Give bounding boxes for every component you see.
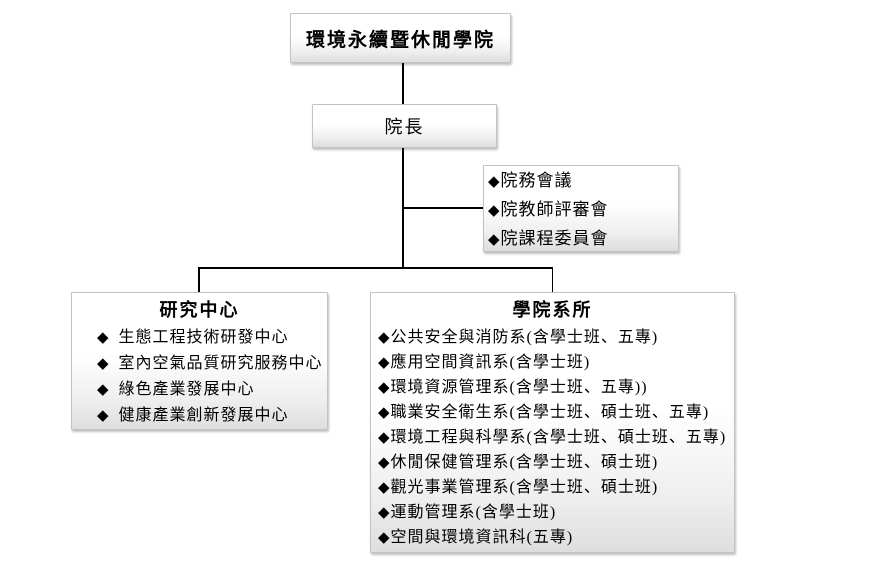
item-label: 院務會議	[500, 171, 573, 190]
list-item: ◆院課程委員會	[488, 224, 678, 253]
diamond-bullet-icon: ◆	[378, 505, 391, 521]
item-label: 休閒保健管理系(含學士班、碩士班)	[390, 454, 659, 471]
list-item: ◆環境工程與科學系(含學士班、碩士班、五專)	[371, 425, 734, 450]
list-item: ◆休閒保健管理系(含學士班、碩士班)	[371, 450, 734, 475]
research-centers-box: 研究中心 ◆ 生態工程技術研發中心 ◆ 室內空氣品質研究服務中心 ◆ 綠色產業發展中心…	[71, 292, 328, 430]
item-label: 院課程委員會	[500, 229, 609, 248]
list-item: ◆ 健康產業創新發展中心	[72, 403, 327, 429]
item-label: 應用空間資訊系(含學士班)	[390, 354, 591, 371]
dean-label: 院長	[384, 117, 425, 137]
connector-branch-horizontal	[198, 267, 553, 269]
diamond-bullet-icon: ◆	[97, 408, 110, 424]
diamond-bullet-icon: ◆	[97, 356, 110, 372]
diamond-bullet-icon: ◆	[378, 405, 391, 421]
item-label: 健康產業創新發展中心	[118, 407, 289, 424]
connector-dean-down	[402, 148, 404, 269]
diamond-bullet-icon: ◆	[378, 430, 391, 446]
committee-box: ◆院務會議 ◆院教師評審會 ◆院課程委員會	[483, 165, 679, 252]
connector-title-to-dean	[402, 63, 404, 105]
college-title-label: 環境永續暨休閒學院	[305, 29, 495, 51]
list-item: ◆院務會議	[488, 166, 678, 195]
connector-drop-departments	[551, 267, 553, 293]
research-centers-title: 研究中心	[159, 300, 240, 320]
diamond-bullet-icon: ◆	[378, 380, 391, 396]
item-label: 院教師評審會	[500, 200, 609, 219]
item-label: 觀光事業管理系(含學士班、碩士班)	[390, 479, 659, 496]
diamond-bullet-icon: ◆	[378, 455, 391, 471]
list-item: ◆環境資源管理系(含學士班、五專))	[371, 375, 734, 400]
item-label: 環境資源管理系(含學士班、五專))	[390, 379, 648, 396]
list-item: ◆職業安全衛生系(含學士班、碩士班、五專)	[371, 400, 734, 425]
list-item: ◆空間與環境資訊科(五專)	[371, 525, 734, 550]
item-label: 室內空氣品質研究服務中心	[118, 355, 323, 372]
item-label: 運動管理系(含學士班)	[390, 504, 557, 521]
list-item: ◆院教師評審會	[488, 195, 678, 224]
item-label: 環境工程與科學系(含學士班、碩士班、五專)	[390, 429, 727, 446]
item-label: 空間與環境資訊科(五專)	[390, 529, 574, 546]
item-label: 職業安全衛生系(含學士班、碩士班、五專)	[390, 404, 710, 421]
college-title-box: 環境永續暨休閒學院	[290, 13, 511, 63]
diamond-bullet-icon: ◆	[97, 382, 110, 398]
diamond-bullet-icon: ◆	[378, 530, 391, 546]
diamond-bullet-icon: ◆	[97, 330, 110, 346]
diamond-bullet-icon: ◆	[378, 480, 391, 496]
connector-drop-centers	[198, 267, 200, 293]
item-label: 綠色產業發展中心	[118, 381, 255, 398]
list-item: ◆ 綠色產業發展中心	[72, 377, 327, 403]
item-label: 公共安全與消防系(含學士班、五專)	[390, 329, 659, 346]
connector-to-committee	[402, 207, 483, 209]
diamond-bullet-icon: ◆	[488, 203, 501, 219]
departments-box: 學院系所 ◆公共安全與消防系(含學士班、五專) ◆應用空間資訊系(含學士班) ◆…	[370, 292, 735, 553]
item-label: 生態工程技術研發中心	[118, 329, 289, 346]
list-item: ◆ 室內空氣品質研究服務中心	[72, 351, 327, 377]
diamond-bullet-icon: ◆	[378, 330, 391, 346]
diamond-bullet-icon: ◆	[378, 355, 391, 371]
dean-box: 院長	[312, 104, 497, 148]
list-item: ◆公共安全與消防系(含學士班、五專)	[371, 325, 734, 350]
list-item: ◆應用空間資訊系(含學士班)	[371, 350, 734, 375]
diamond-bullet-icon: ◆	[488, 232, 501, 248]
list-item: ◆觀光事業管理系(含學士班、碩士班)	[371, 475, 734, 500]
departments-title: 學院系所	[512, 300, 593, 320]
list-item: ◆ 生態工程技術研發中心	[72, 325, 327, 351]
list-item: ◆運動管理系(含學士班)	[371, 500, 734, 525]
diamond-bullet-icon: ◆	[488, 174, 501, 190]
